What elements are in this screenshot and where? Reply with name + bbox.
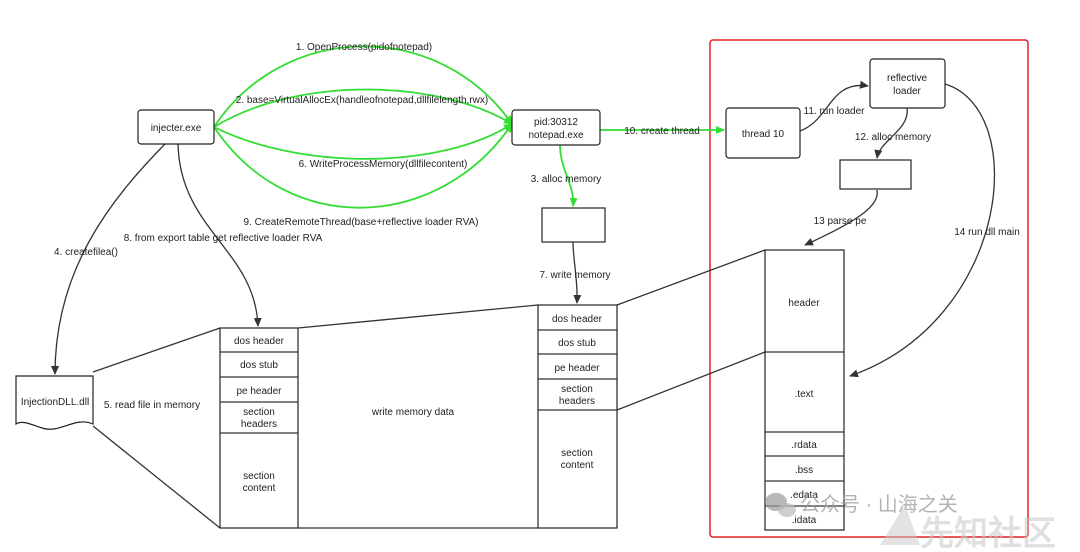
edge-openprocess bbox=[213, 45, 513, 128]
step-4-label: 4. createfilea() bbox=[54, 247, 118, 258]
notepad-node bbox=[511, 109, 601, 146]
step-3-label: 3. alloc memory bbox=[531, 174, 602, 185]
loader-alloc-box bbox=[839, 159, 912, 190]
step-7-label: 7. write memory bbox=[539, 270, 610, 281]
edge-parse-pe bbox=[804, 189, 878, 246]
pe-loaded-header: header bbox=[788, 298, 820, 309]
step-5-label: 5. read file in memory bbox=[104, 400, 200, 411]
alloc-buffer-box bbox=[541, 207, 606, 243]
pe-loaded-idata: .idata bbox=[792, 515, 817, 526]
conn-dll-bottom bbox=[92, 425, 221, 529]
pe-loaded-structure: header .text .rdata .bss .edata .idata bbox=[764, 249, 845, 531]
pe-file-pe-header: pe header bbox=[236, 386, 282, 397]
injection-dll-document bbox=[15, 375, 94, 430]
thread-node bbox=[725, 107, 801, 159]
watermark-site-text: 先知社区 bbox=[920, 515, 1056, 552]
pe-file-structure: dos header dos stub pe header section he… bbox=[219, 327, 299, 529]
step-8-label: 8. from export table get reflective load… bbox=[124, 233, 323, 244]
pe-remote-section-headers-1: section bbox=[561, 384, 593, 395]
conn-pe-top bbox=[297, 304, 539, 329]
edge-writeprocessmemory bbox=[213, 123, 513, 160]
thread-label: thread 10 bbox=[742, 129, 785, 140]
pe-file-section-headers-1: section bbox=[243, 407, 275, 418]
step-11-label: 11. run loader bbox=[804, 106, 866, 117]
edge-run-dll-main bbox=[849, 83, 996, 378]
step-1-label: 1. OpenProcess(pidofnotepad) bbox=[296, 42, 432, 53]
edge-alloc-memory-12 bbox=[874, 107, 908, 159]
site-logo-icon bbox=[880, 505, 920, 545]
step-2-label: 2. base=VirtualAllocEx(handleofnotepad,d… bbox=[236, 95, 488, 106]
pe-file-section-content-2: content bbox=[243, 483, 276, 494]
pe-remote-pe-header: pe header bbox=[554, 363, 600, 374]
edge-export-table bbox=[177, 143, 262, 327]
conn-remote-top bbox=[616, 249, 766, 306]
pe-loaded-edata: .edata bbox=[790, 490, 818, 501]
edge-virtualallocex bbox=[213, 88, 513, 128]
watermark: 公众号 · 山海之关 先知社区 bbox=[765, 493, 1056, 552]
pe-remote-section-content-2: content bbox=[561, 460, 594, 471]
watermark-wechat-text: 公众号 · 山海之关 bbox=[800, 493, 958, 516]
pe-file-dos-stub: dos stub bbox=[240, 360, 278, 371]
step-9-label: 9. CreateRemoteThread(base+reflective lo… bbox=[243, 217, 478, 228]
reflective-label-2: loader bbox=[893, 86, 921, 97]
edge-alloc-memory bbox=[559, 144, 578, 207]
pe-file-section-headers-2: headers bbox=[241, 419, 277, 430]
pe-remote-dos-header: dos header bbox=[552, 314, 603, 325]
reflective-label-1: reflective bbox=[887, 73, 927, 84]
pe-remote-dos-stub: dos stub bbox=[558, 338, 596, 349]
injecter-label: injecter.exe bbox=[151, 123, 202, 134]
pe-file-dos-header: dos header bbox=[234, 336, 285, 347]
pe-loaded-text: .text bbox=[795, 389, 814, 400]
wechat-icon bbox=[765, 493, 796, 517]
conn-remote-headers bbox=[616, 351, 766, 411]
edge-createfilea bbox=[51, 143, 166, 375]
pe-remote-structure: dos header dos stub pe header section he… bbox=[537, 304, 618, 529]
step-14-label: 14 run dll main bbox=[954, 227, 1020, 238]
edge-run-loader bbox=[799, 80, 869, 132]
pe-remote-section-content-1: section bbox=[561, 448, 593, 459]
reflective-loader-node bbox=[869, 58, 946, 109]
injection-dll-label: InjectionDLL.dll bbox=[21, 397, 89, 408]
edge-createremotethread bbox=[213, 123, 513, 209]
step-10-label: 10. create thread bbox=[624, 126, 700, 137]
step-13-label: 13 parse pe bbox=[814, 216, 867, 227]
write-memory-data-label: write memory data bbox=[371, 407, 455, 418]
edge-write-memory bbox=[572, 241, 582, 304]
notepad-exe-label: notepad.exe bbox=[528, 130, 583, 141]
notepad-pid-label: pid:30312 bbox=[534, 117, 578, 128]
pe-loaded-bss: .bss bbox=[795, 465, 813, 476]
pe-loaded-rdata: .rdata bbox=[791, 440, 817, 451]
injecter-node bbox=[137, 109, 215, 145]
step-6-label: 6. WriteProcessMemory(dllfilecontent) bbox=[299, 159, 468, 170]
loaded-process-frame bbox=[709, 39, 1029, 538]
step-12-label: 12. alloc memory bbox=[855, 132, 931, 143]
pe-remote-section-headers-2: headers bbox=[559, 396, 595, 407]
pe-file-section-content-1: section bbox=[243, 471, 275, 482]
conn-dll-top bbox=[92, 327, 221, 373]
